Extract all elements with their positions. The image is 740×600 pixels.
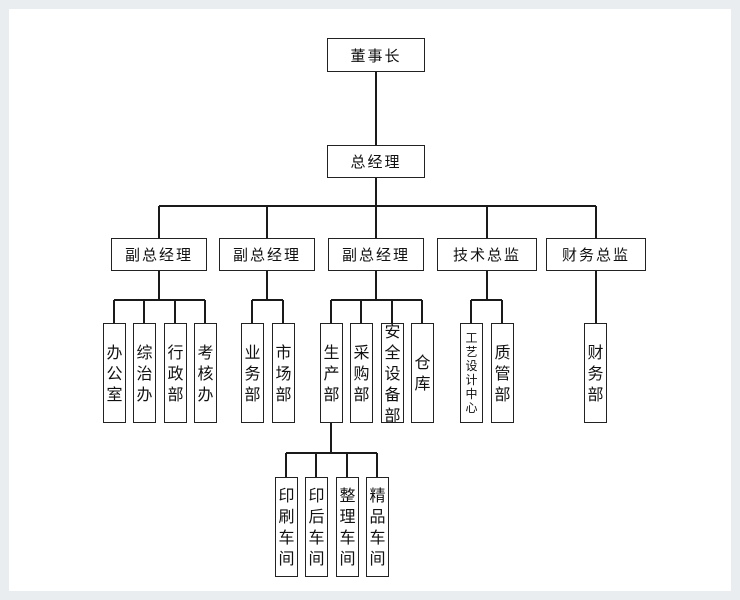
node-label: 印后车间: [308, 486, 325, 568]
node-post-press-workshop: 印后车间: [305, 477, 328, 577]
node-label: 技术总监: [452, 246, 521, 264]
node-admin-dept: 行政部: [164, 323, 187, 423]
node-label: 精品车间: [369, 486, 386, 568]
node-finance-director: 财务总监: [546, 238, 646, 271]
node-label: 行政部: [167, 342, 184, 404]
node-vice-gm-1: 副总经理: [111, 238, 207, 271]
node-label: 财务总监: [561, 246, 630, 264]
node-label: 工艺设计中心: [465, 331, 478, 415]
node-label: 采购部: [353, 342, 370, 404]
node-office: 办公室: [103, 323, 126, 423]
node-business-dept: 业务部: [241, 323, 264, 423]
node-label: 考核办: [197, 342, 214, 404]
node-label: 印刷车间: [278, 486, 295, 568]
node-premium-workshop: 精品车间: [366, 477, 389, 577]
node-purchasing-dept: 采购部: [350, 323, 373, 423]
node-label: 副总经理: [232, 246, 301, 264]
node-label: 市场部: [275, 342, 292, 404]
node-finishing-workshop: 整理车间: [336, 477, 359, 577]
node-chairman: 董事长: [327, 38, 425, 72]
node-label: 业务部: [244, 342, 261, 404]
node-general-manager: 总经理: [327, 145, 425, 178]
node-label: 财务部: [587, 342, 604, 404]
node-finance-dept: 财务部: [584, 323, 607, 423]
node-label: 整理车间: [339, 486, 356, 568]
node-label: 总经理: [350, 153, 402, 171]
node-vice-gm-3: 副总经理: [328, 238, 424, 271]
node-marketing-dept: 市场部: [272, 323, 295, 423]
node-label: 质管部: [494, 342, 511, 404]
node-label: 副总经理: [341, 246, 410, 264]
node-quality-dept: 质管部: [491, 323, 514, 423]
node-safety-equipment-dept: 安全设备部: [381, 321, 404, 425]
node-vice-gm-2: 副总经理: [219, 238, 315, 271]
node-label: 综治办: [136, 342, 153, 404]
node-label: 仓库: [414, 353, 431, 393]
node-warehouse: 仓库: [411, 323, 434, 423]
node-label: 副总经理: [124, 246, 193, 264]
node-production-dept: 生产部: [320, 323, 343, 423]
node-printing-workshop: 印刷车间: [275, 477, 298, 577]
node-label: 生产部: [323, 342, 340, 404]
node-process-design-center: 工艺设计中心: [460, 323, 483, 423]
node-label: 安全设备部: [384, 321, 401, 425]
node-label: 办公室: [106, 342, 123, 404]
node-label: 董事长: [350, 46, 402, 65]
node-assessment-office: 考核办: [194, 323, 217, 423]
node-comprehensive-office: 综治办: [133, 323, 156, 423]
node-technical-director: 技术总监: [437, 238, 537, 271]
